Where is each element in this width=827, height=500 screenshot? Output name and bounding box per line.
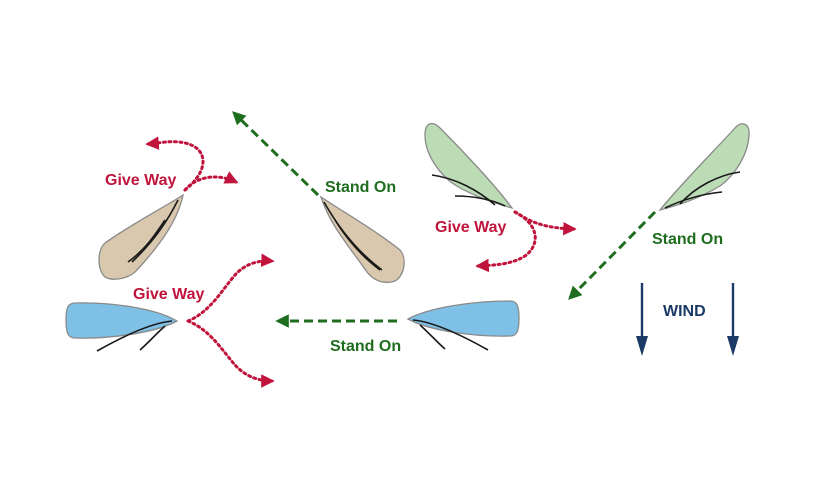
- path-arrow-icon: [475, 210, 537, 273]
- boat-icon: [319, 195, 405, 284]
- wind-arrow-icon: [636, 283, 648, 356]
- give-way-boat-green: [424, 122, 514, 210]
- sail-line: [664, 191, 723, 209]
- stand-on-boat-green: [658, 123, 750, 212]
- boat-icon: [658, 123, 750, 212]
- give-way-label: Give Way: [133, 286, 205, 303]
- scenario-green: Give Way Stand On: [424, 122, 750, 300]
- give-way-boat-tan: [98, 193, 184, 280]
- stand-on-path: [568, 210, 657, 300]
- path-arrow-icon: [145, 136, 205, 192]
- sail-line: [454, 195, 506, 207]
- boat-icon: [65, 302, 179, 339]
- stand-on-label: Stand On: [325, 179, 396, 196]
- boat-icon: [424, 122, 514, 210]
- sail-line: [412, 319, 489, 351]
- sail-line: [419, 324, 446, 350]
- wind-indicator: WIND: [636, 283, 739, 356]
- sail-line: [96, 320, 173, 352]
- sail-line: [139, 325, 166, 351]
- give-way-label: Give Way: [435, 219, 507, 236]
- scenario-blue: Give Way Stand On: [65, 253, 520, 388]
- stand-on-path: [232, 111, 320, 197]
- stand-on-label: Stand On: [652, 231, 723, 248]
- wind-label: WIND: [663, 303, 706, 320]
- path-arrow-icon: [183, 171, 239, 192]
- boat-icon: [98, 193, 184, 280]
- path-arrow-icon: [186, 253, 275, 323]
- boat-icon: [406, 300, 520, 337]
- give-way-path-blue: [186, 253, 275, 388]
- sail-line: [334, 219, 381, 271]
- give-way-label: Give Way: [105, 172, 177, 189]
- stand-on-boat-tan: [319, 195, 405, 284]
- give-way-path-green: [475, 210, 577, 273]
- stand-on-boat-blue: [406, 300, 520, 351]
- give-way-path-tan: [145, 136, 239, 192]
- sail-line: [127, 219, 166, 263]
- scenario-tan: Give Way Stand On: [98, 111, 405, 284]
- give-way-boat-blue: [65, 302, 179, 352]
- path-arrow-icon: [513, 210, 577, 236]
- stand-on-label: Stand On: [330, 338, 401, 355]
- wind-arrow-icon: [727, 283, 739, 356]
- path-arrow-icon: [186, 319, 275, 388]
- sail-line: [131, 199, 179, 263]
